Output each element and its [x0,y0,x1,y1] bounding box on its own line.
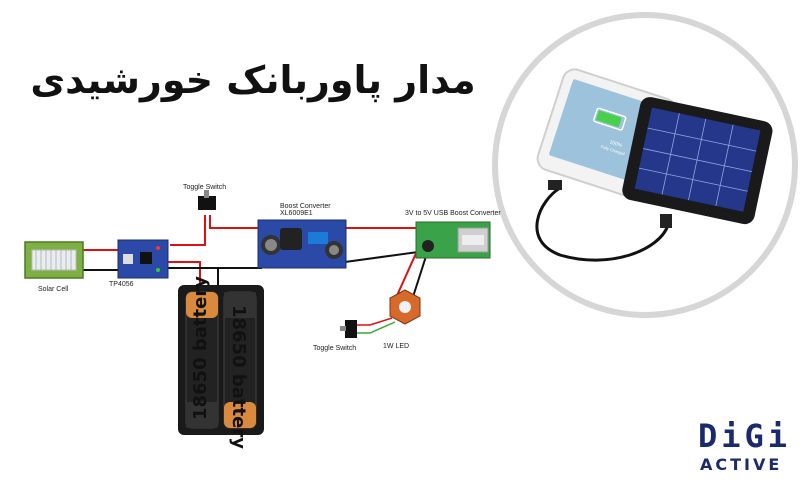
logo-bottom-text: ACTIVE [700,455,783,474]
usb-boost-label: 3V to 5V USB Boost Converter [405,210,501,217]
solar-powerbank-icon [622,97,773,225]
toggle-switch-bottom-label: Toggle Switch [313,345,356,352]
usb-boost-module [415,221,491,259]
battery-holder [178,285,264,435]
page-title: مدار پاوربانک خورشیدی [30,58,476,102]
usb-cable-icon [535,186,670,262]
boost-converter-label-1: Boost Converter [280,203,331,210]
toggle-switch-top-label: Toggle Switch [183,184,226,191]
phone-percent-text: 100% [609,139,624,149]
tp4056-label: TP4056 [109,281,134,288]
led-label: 1W LED [383,343,409,350]
led-module [389,289,421,325]
toggle-switch-bottom [340,320,357,338]
usb-plug-icon [548,180,562,190]
wires [80,215,429,334]
brand-logo: DiGi ACTIVE [690,420,790,480]
boost-converter-module [257,219,347,269]
battery-1-label: 18650 battery [190,276,211,420]
toggle-switch-top [198,190,216,210]
usb-plug-icon-2 [660,214,672,228]
boost-converter-label-2: XL6009E1 [280,210,313,217]
logo-top-text: DiGi [698,417,792,455]
solar-cell-label: Solar Cell [38,286,69,293]
powerbank-illustration: 100% Fully Charged [492,12,798,318]
solar-cell [24,241,84,279]
battery-2-label: 18650 battery [228,305,249,449]
tp4056-module [117,239,169,279]
